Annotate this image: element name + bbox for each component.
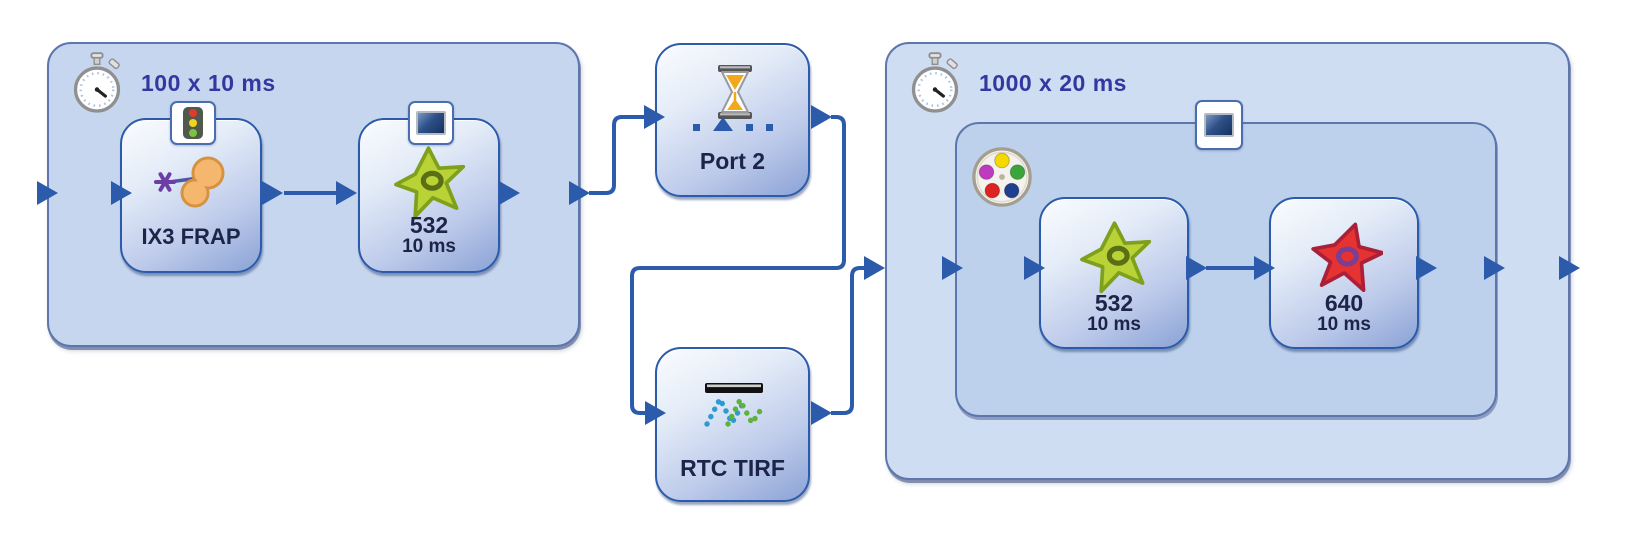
block-640[interactable]: 640 10 ms bbox=[1269, 197, 1419, 349]
dye-532-star-icon bbox=[394, 146, 466, 219]
port-position-icon bbox=[657, 117, 808, 131]
block-ix3-frap-label: IX3 FRAP bbox=[141, 224, 241, 249]
connector-loop1-to-port2 bbox=[589, 115, 644, 195]
block-532-left[interactable]: 532 10 ms bbox=[358, 101, 500, 273]
stopwatch-icon bbox=[911, 52, 959, 113]
camera-icon bbox=[408, 101, 454, 145]
traffic-light-icon bbox=[170, 101, 216, 145]
block-port-2-label: Port 2 bbox=[699, 148, 766, 174]
loop-left-repeat-label: 100 x 10 ms bbox=[141, 69, 276, 96]
loop-right-repeat-label: 1000 x 20 ms bbox=[979, 69, 1127, 96]
stopwatch-icon bbox=[73, 52, 121, 113]
dye-532-star-icon bbox=[1080, 221, 1152, 294]
filter-wheel-icon bbox=[972, 147, 1032, 207]
block-640-sublabel: 10 ms bbox=[1317, 314, 1371, 335]
dye-640-star-icon bbox=[1311, 222, 1383, 293]
block-ix3-frap[interactable]: IX3 FRAP bbox=[120, 101, 262, 273]
frap-laser-icon bbox=[154, 156, 225, 208]
block-532-right[interactable]: 532 10 ms bbox=[1039, 197, 1189, 349]
block-532-left-sublabel: 10 ms bbox=[402, 236, 456, 257]
camera-icon bbox=[1195, 100, 1243, 150]
block-rtc-tirf-label: RTC TIRF bbox=[680, 455, 785, 481]
block-532-left-label: 532 10 ms bbox=[360, 213, 498, 257]
loop-left-header: 100 x 10 ms bbox=[69, 52, 276, 114]
loop-group-right-inner[interactable]: 532 10 ms 640 10 ms bbox=[955, 100, 1497, 417]
block-640-label: 640 10 ms bbox=[1271, 291, 1417, 335]
block-532-right-label: 532 10 ms bbox=[1041, 291, 1187, 335]
connector-rtctirf-to-loop2 bbox=[831, 266, 864, 415]
hourglass-icon bbox=[718, 65, 752, 119]
block-532-right-sublabel: 10 ms bbox=[1087, 314, 1141, 335]
loop-right-header: 1000 x 20 ms bbox=[907, 52, 1127, 114]
loop-group-right[interactable]: 1000 x 20 ms bbox=[885, 42, 1570, 480]
tirf-icon bbox=[704, 383, 763, 429]
block-rtc-tirf[interactable]: RTC TIRF bbox=[655, 347, 810, 502]
loop-group-left[interactable]: 100 x 10 ms bbox=[47, 42, 580, 347]
block-port-2[interactable]: Port 2 bbox=[655, 43, 810, 197]
